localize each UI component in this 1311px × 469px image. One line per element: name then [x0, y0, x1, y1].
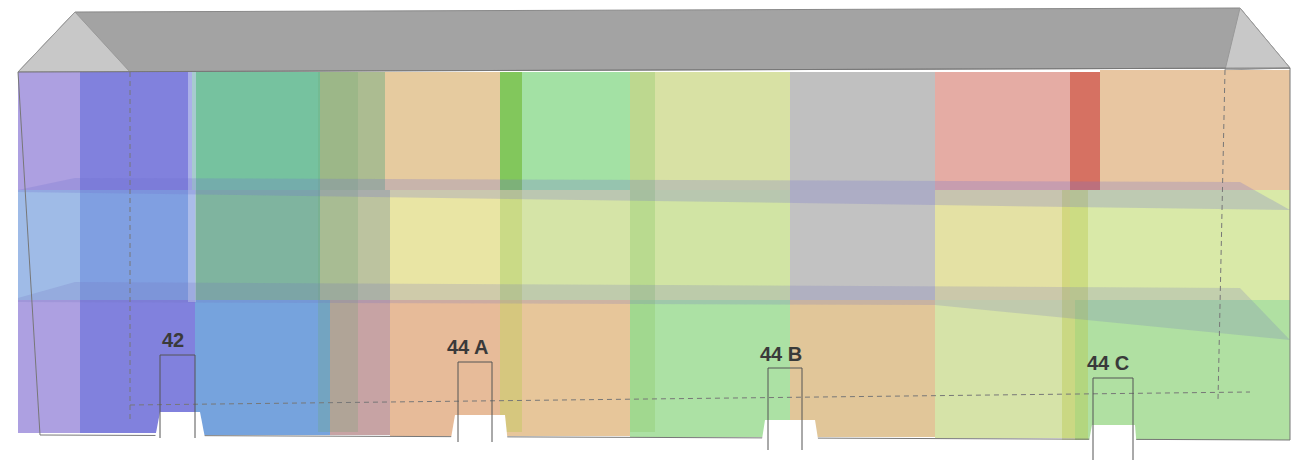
address-label: 44 C [1087, 353, 1129, 373]
address-label: 44 A [447, 337, 489, 357]
address-label: 42 [162, 330, 184, 350]
address-label: 44 B [760, 344, 802, 364]
